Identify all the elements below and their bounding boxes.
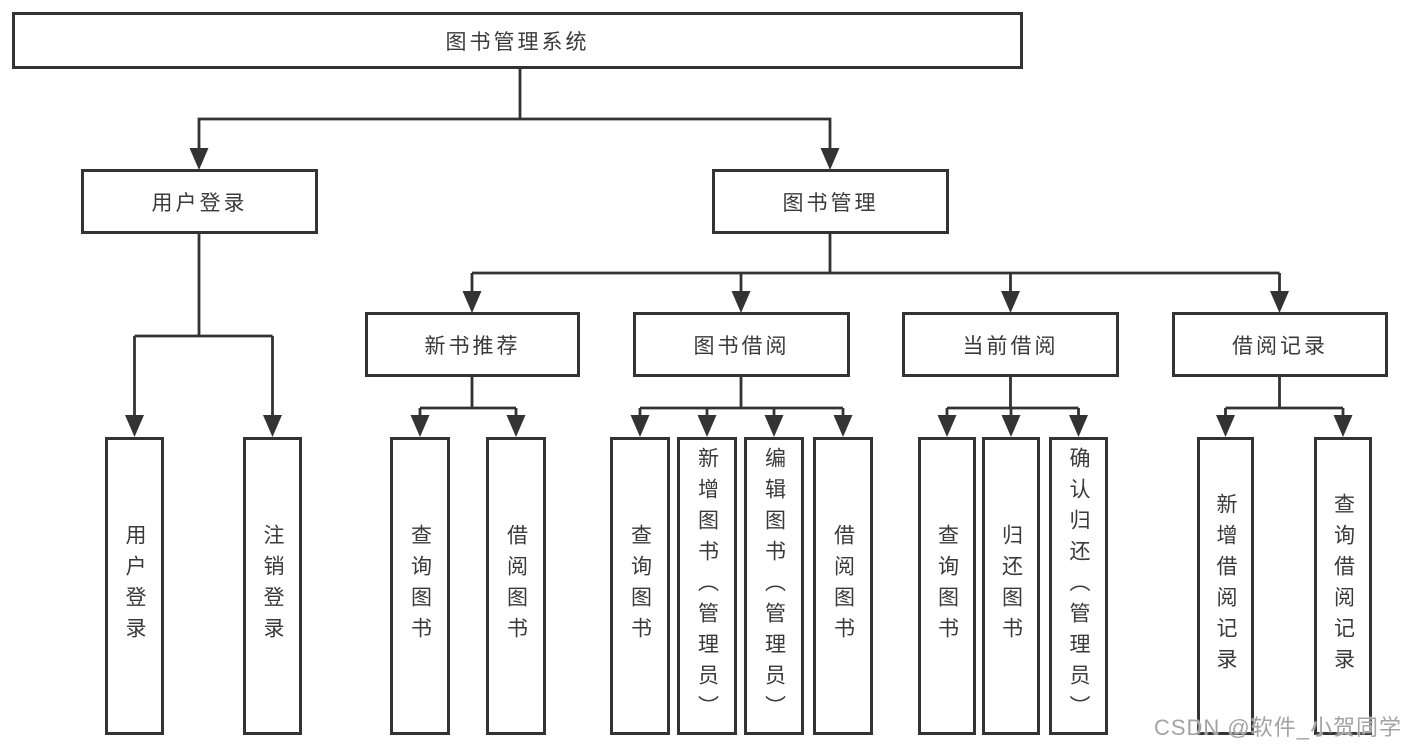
leaf-add-book-admin: 新增图书（管理员） — [677, 437, 737, 735]
leaf-borrow-book-1: 借阅图书 — [486, 437, 546, 735]
node-label: 图书借阅 — [693, 334, 790, 358]
node-label: 注销登录 — [261, 524, 284, 648]
node-label: 新增图书（管理员） — [695, 446, 719, 726]
leaf-query-borrow-record: 查询借阅记录 — [1314, 437, 1372, 735]
node-label: 当前借阅 — [962, 334, 1059, 358]
node-label: 新书推荐 — [424, 334, 521, 358]
node-label: 用户登录 — [151, 191, 248, 215]
node-label: 查询图书 — [935, 524, 959, 648]
node-current-borrow: 当前借阅 — [902, 312, 1119, 377]
node-label: 确认归还（管理员） — [1067, 446, 1090, 726]
node-label: 图书管理 — [782, 191, 879, 215]
node-label: 查询借阅记录 — [1331, 493, 1355, 679]
leaf-logout: 注销登录 — [243, 437, 302, 735]
node-borrow-record: 借阅记录 — [1172, 312, 1388, 377]
node-label: 归还图书 — [999, 524, 1023, 648]
node-label: 图书管理系统 — [445, 30, 590, 54]
node-label: 查询图书 — [628, 524, 652, 648]
node-label: 用户登录 — [123, 524, 146, 648]
node-label: 借阅图书 — [831, 524, 855, 648]
leaf-edit-book-admin: 编辑图书（管理员） — [744, 437, 804, 735]
node-book-management: 图书管理 — [712, 169, 949, 234]
leaf-user-login: 用户登录 — [105, 437, 164, 735]
leaf-borrow-book-2: 借阅图书 — [813, 437, 873, 735]
leaf-return-book: 归还图书 — [982, 437, 1040, 735]
node-library-management-system: 图书管理系统 — [12, 12, 1023, 69]
leaf-query-book-3: 查询图书 — [918, 437, 976, 735]
node-user-login: 用户登录 — [81, 169, 318, 234]
node-label: 借阅记录 — [1232, 334, 1328, 358]
leaf-query-book-2: 查询图书 — [610, 437, 670, 735]
leaf-query-book-1: 查询图书 — [390, 437, 450, 735]
leaf-confirm-return-admin: 确认归还（管理员） — [1049, 437, 1108, 735]
node-label: 新增借阅记录 — [1214, 493, 1237, 679]
node-label: 借阅图书 — [504, 524, 528, 648]
arrowheads — [125, 148, 1353, 437]
node-new-book-recommend: 新书推荐 — [365, 312, 580, 377]
leaf-add-borrow-record: 新增借阅记录 — [1197, 437, 1254, 735]
csdn-watermark: CSDN @软件_小贺同学 — [1153, 715, 1402, 740]
connector-lines — [133, 68, 1345, 418]
node-book-borrow: 图书借阅 — [633, 312, 850, 377]
node-label: 编辑图书（管理员） — [762, 446, 786, 726]
node-label: 查询图书 — [408, 524, 432, 648]
